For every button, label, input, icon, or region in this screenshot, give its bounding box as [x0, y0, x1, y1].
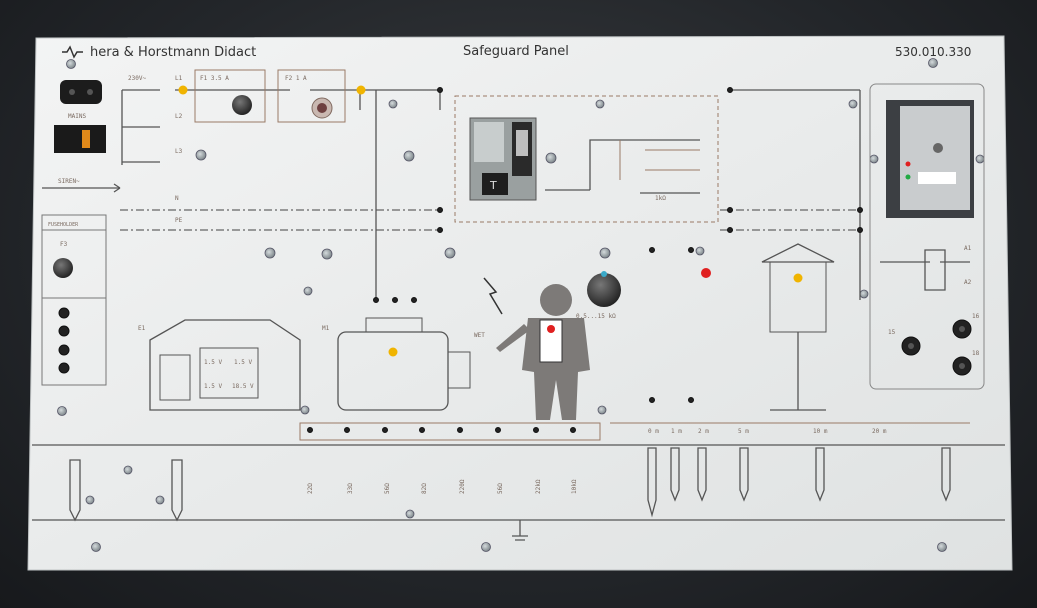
fuse1-label: F1 3.5 A	[200, 75, 229, 82]
distance-labels: 0 m 1 m 2 m 5 m 10 m 20 m	[648, 428, 887, 435]
motor-m1	[337, 317, 471, 411]
test-button-label: T	[489, 179, 497, 192]
fuseholder-sockets[interactable]	[58, 307, 70, 374]
t18-label: 18	[972, 350, 980, 357]
ground-resistor-labels: 22Ω 33Ω 56Ω 82Ω 220Ω 56Ω 22kΩ 10kΩ	[307, 479, 578, 494]
a1-label: A1	[964, 245, 972, 252]
v3-label: 1.5 V	[204, 383, 222, 390]
relay-sockets[interactable]	[901, 319, 972, 376]
l2-label: L2	[175, 113, 183, 120]
fuse2-label: F2 1 A	[285, 75, 307, 82]
l3-label: L3	[175, 148, 183, 155]
mains-switch[interactable]	[54, 125, 106, 153]
brand-text: hera & Horstmann Didact	[90, 45, 256, 60]
svg-text:22Ω: 22Ω	[307, 483, 314, 494]
fuseholder-module	[41, 214, 107, 386]
svg-text:0 m: 0 m	[648, 428, 659, 435]
shock-bolt-icon	[483, 277, 503, 315]
part-number: 530.010.330	[895, 45, 971, 59]
v2-label: 1.5 V	[234, 359, 252, 366]
terminal-sockets[interactable]	[307, 87, 863, 433]
svg-text:56Ω: 56Ω	[384, 483, 391, 494]
svg-text:56Ω: 56Ω	[497, 483, 504, 494]
test-button[interactable]	[482, 173, 508, 195]
lamp-house	[761, 243, 835, 411]
phase-wiring	[42, 69, 861, 300]
insulation-monitor	[869, 83, 985, 390]
f3-label: F3	[60, 241, 68, 248]
mains-label: MAINS	[68, 113, 86, 120]
voltage-label: 230V~	[128, 75, 146, 82]
v4-label: 18.5 V	[232, 383, 254, 390]
brand-logo: hera & Horstmann Didact	[62, 45, 256, 60]
siren-label: SIREN~	[58, 178, 80, 185]
svg-text:5 m: 5 m	[738, 428, 749, 435]
transformer-e1	[149, 319, 301, 411]
resistance-knob[interactable]	[587, 271, 621, 307]
fuse3-holder[interactable]	[53, 258, 73, 278]
svg-text:220Ω: 220Ω	[459, 479, 466, 494]
ohm1-label: 1kΩ	[655, 195, 666, 202]
pe-label: PE	[175, 217, 183, 224]
svg-text:10 m: 10 m	[813, 428, 828, 435]
mains-inlet[interactable]	[60, 80, 102, 104]
svg-text:10kΩ: 10kΩ	[571, 479, 578, 494]
indicator-lamp-f2	[356, 85, 366, 95]
a2-label: A2	[964, 279, 972, 286]
m1-label: M1	[322, 325, 330, 332]
e1-label: E1	[138, 325, 146, 332]
res-range-label: 0.5...15 kΩ	[576, 313, 616, 320]
panel-plate	[27, 35, 1013, 571]
screws	[57, 58, 985, 552]
panel-title: Safeguard Panel	[463, 44, 569, 59]
svg-text:33Ω: 33Ω	[347, 483, 354, 494]
ground-area	[32, 422, 1005, 541]
motor-lamp	[388, 347, 398, 357]
red-led	[701, 268, 711, 278]
earth-electrodes	[69, 447, 951, 522]
fuse1-holder[interactable]	[232, 95, 252, 115]
lamp-e1	[793, 273, 803, 283]
indicator-lamp-l1	[178, 85, 188, 95]
svg-text:1 m: 1 m	[671, 428, 682, 435]
l1-label: L1	[175, 75, 183, 82]
svg-text:20 m: 20 m	[872, 428, 887, 435]
svg-text:22kΩ: 22kΩ	[535, 479, 542, 494]
person-figure	[496, 284, 590, 420]
fuseholder-label: FUSEHOLDER	[48, 222, 79, 228]
fuse2-button[interactable]	[311, 97, 333, 119]
t15-label: 15	[888, 329, 896, 336]
t16-label: 16	[972, 313, 980, 320]
n-label: N	[175, 195, 179, 202]
svg-text:82Ω: 82Ω	[421, 483, 428, 494]
v1-label: 1.5 V	[204, 359, 222, 366]
rcd-breaker[interactable]: T	[469, 117, 537, 201]
svg-text:2 m: 2 m	[698, 428, 709, 435]
wet-label: WET	[474, 332, 485, 339]
